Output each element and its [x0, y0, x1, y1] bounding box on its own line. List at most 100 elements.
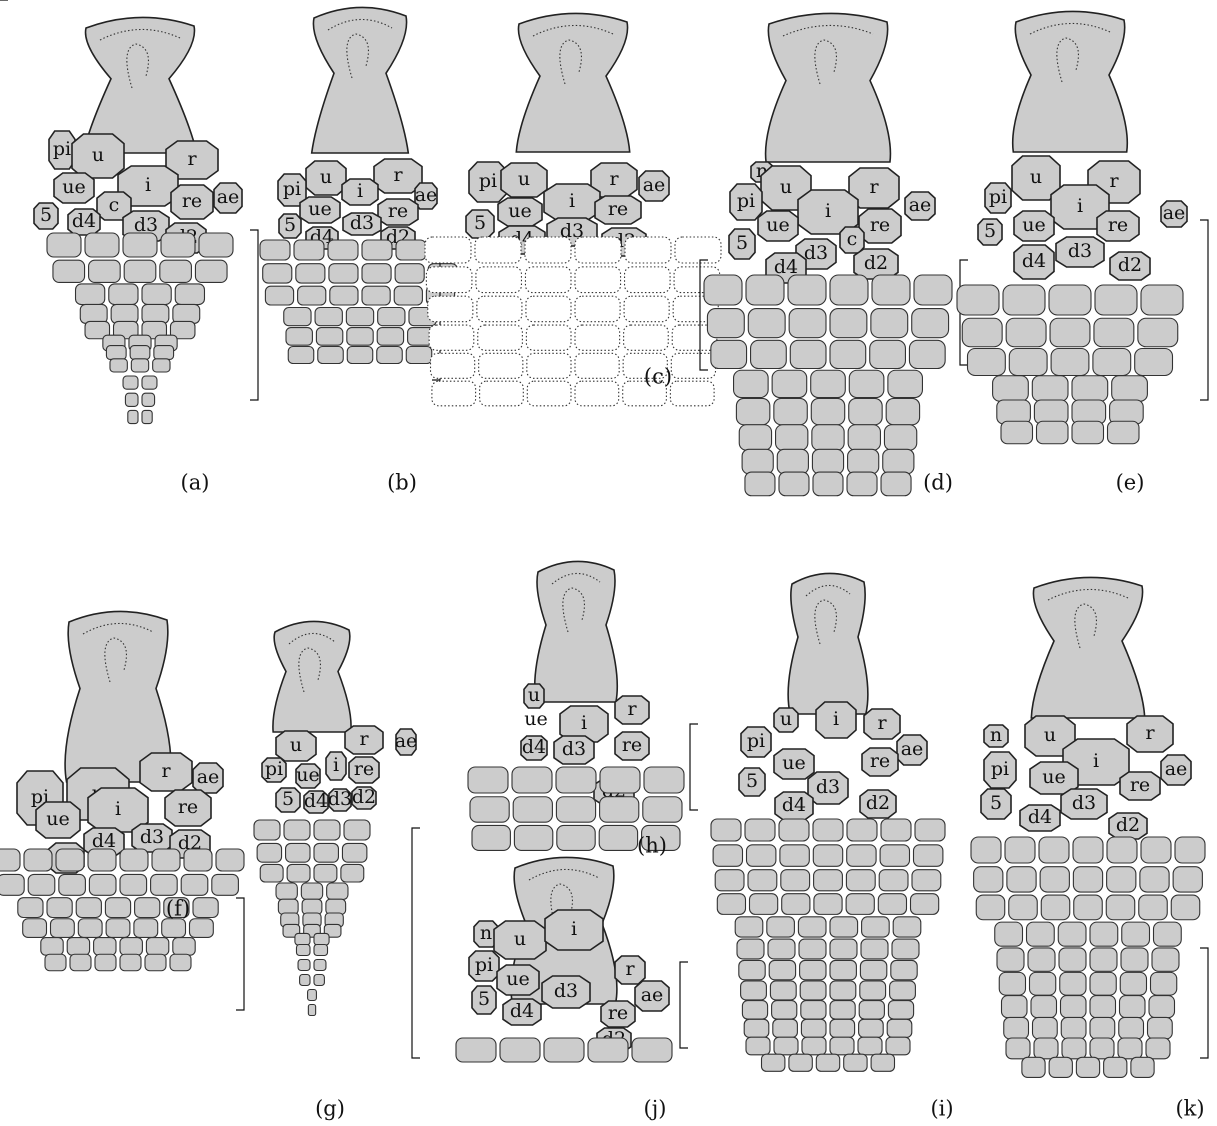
element-label: i	[145, 174, 151, 196]
phalange	[859, 1019, 884, 1037]
phalange	[1093, 349, 1131, 376]
element-label: d3	[804, 242, 828, 264]
panel-j: nuirpiueaere5d3d4d2(j)	[456, 857, 688, 1120]
phalange	[848, 425, 880, 451]
element-label: ue	[766, 214, 789, 236]
phalange	[711, 340, 747, 368]
phalange	[142, 393, 155, 406]
phalange	[260, 240, 290, 260]
phalange	[912, 870, 941, 891]
phalange	[1090, 922, 1118, 946]
phalange	[830, 917, 858, 937]
phalange	[468, 767, 508, 793]
element-label: n	[480, 922, 492, 944]
phalange	[830, 275, 868, 305]
phalange	[426, 267, 472, 293]
humerus	[1013, 11, 1128, 152]
phalange	[344, 820, 370, 840]
element-label: d2	[1116, 814, 1140, 836]
element-label: i	[1093, 750, 1099, 772]
phalange	[751, 340, 787, 368]
phalange	[477, 296, 522, 321]
element-label: pi	[989, 186, 1007, 208]
element-label: ae	[1163, 202, 1186, 224]
panel-caption: (e)	[1116, 471, 1145, 495]
element-label: d2	[866, 792, 890, 814]
phalange	[881, 819, 911, 841]
phalange	[308, 1005, 315, 1016]
phalange	[830, 960, 856, 979]
phalange	[131, 359, 148, 372]
phalange	[556, 767, 596, 793]
phalange	[328, 240, 358, 260]
phalange	[296, 945, 310, 956]
phalange	[362, 264, 391, 283]
phalange	[142, 376, 157, 389]
phalange	[479, 353, 523, 378]
phalange	[1110, 400, 1144, 424]
element-label: i	[569, 190, 575, 212]
phalange	[1060, 972, 1086, 995]
element-label: u	[320, 166, 332, 188]
phalange	[777, 449, 808, 474]
element-label: pi	[991, 758, 1009, 780]
phalange	[142, 410, 152, 423]
phalange	[109, 284, 138, 305]
phalange	[557, 825, 595, 850]
element-label: re	[178, 796, 198, 818]
phalange	[737, 939, 764, 959]
phalange	[830, 340, 866, 368]
phalange	[288, 347, 314, 364]
phalange	[893, 917, 921, 937]
element-label: r	[1109, 170, 1119, 192]
phalange	[1058, 922, 1086, 946]
phalange	[431, 353, 475, 378]
phalange	[1033, 1017, 1058, 1038]
phalange	[812, 425, 844, 451]
phalange	[1135, 349, 1173, 376]
element-label: ue	[62, 176, 85, 198]
phalange	[123, 376, 138, 389]
element-label: re	[622, 734, 642, 756]
phalange	[846, 894, 874, 915]
phalange	[195, 260, 227, 282]
phalange	[745, 472, 775, 496]
element-label: ae	[1165, 758, 1188, 780]
phalange	[276, 883, 297, 899]
phalange	[1151, 972, 1177, 995]
phalange	[362, 240, 392, 260]
phalange	[314, 945, 328, 956]
phalange	[802, 1037, 826, 1055]
phalange	[314, 975, 324, 986]
phalange	[347, 347, 373, 364]
phalange	[1005, 837, 1035, 863]
phalange	[801, 1001, 826, 1019]
phalange	[265, 286, 293, 305]
phalange	[844, 1054, 867, 1071]
element-label: u	[518, 168, 530, 190]
phalange	[513, 797, 552, 822]
element-label: pi	[53, 138, 71, 160]
phalange	[1050, 318, 1090, 347]
phalange	[746, 275, 784, 305]
phalange	[89, 874, 116, 895]
scale-bar	[250, 230, 258, 400]
phalange	[120, 874, 147, 895]
phalange	[1051, 349, 1089, 376]
phalange	[286, 843, 310, 862]
phalange	[160, 260, 192, 282]
phalange	[120, 954, 141, 971]
phalange	[347, 328, 373, 346]
phalange	[260, 864, 283, 882]
element-label: 5	[736, 232, 748, 254]
phalange	[976, 895, 1005, 920]
phalange	[527, 353, 571, 378]
phalange	[41, 938, 63, 956]
element-label: 5	[40, 204, 52, 226]
phalange	[971, 837, 1001, 863]
phalange	[1073, 837, 1103, 863]
phalange	[870, 340, 906, 368]
phalange	[871, 1054, 894, 1071]
phalange	[472, 825, 510, 850]
element-label: ue	[508, 200, 531, 222]
